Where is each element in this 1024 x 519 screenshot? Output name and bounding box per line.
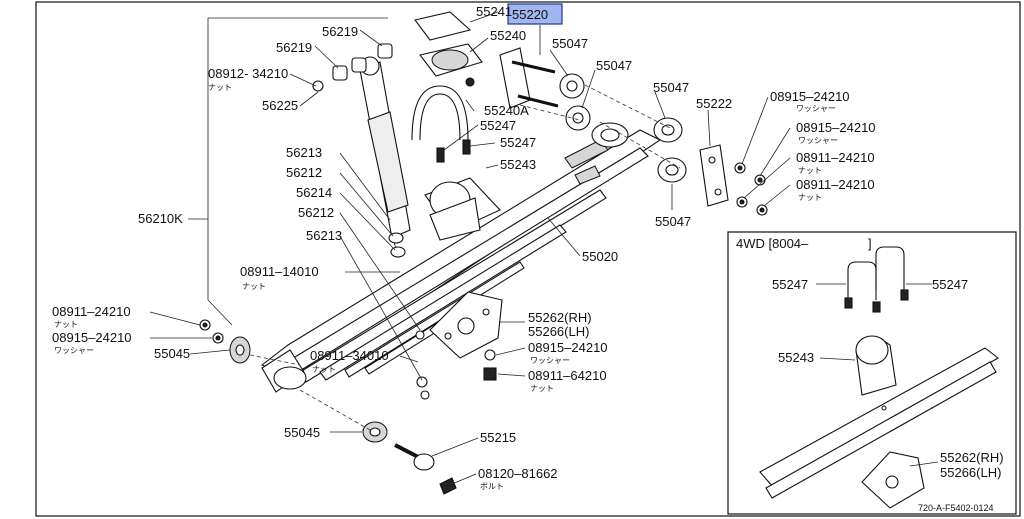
label-08915-24210-r1-sub: ワッシャー xyxy=(796,104,836,113)
label-08911-24210-r1-sub: ナット xyxy=(798,166,822,175)
label-55240A[interactable]: 55240A xyxy=(484,103,529,118)
shock-absorber-56210K[interactable] xyxy=(359,56,411,256)
washer-nut-set-right[interactable] xyxy=(734,162,768,216)
label-55247-a[interactable]: 55247 xyxy=(480,118,516,133)
bushing-55047-c[interactable] xyxy=(653,117,683,143)
label-55045-b[interactable]: 55045 xyxy=(284,425,320,440)
inset-4wd: 4WD [8004– ] 55247 55247 55243 5 xyxy=(727,231,1017,515)
label-08915-24210-r2-sub: ワッシャー xyxy=(798,136,838,145)
highlight-55220 xyxy=(507,3,563,25)
label-08911-34010[interactable]: 08911–34010 xyxy=(310,348,389,363)
label-08915-24210-mid[interactable]: 08915–24210 xyxy=(528,340,608,355)
inset-u-bolt-55247[interactable] xyxy=(844,246,909,313)
label-55047-d[interactable]: 55047 xyxy=(655,214,691,229)
inset-label-55266-lh[interactable]: 55266(LH) xyxy=(940,465,1001,480)
bushing-55047-b[interactable] xyxy=(565,105,591,131)
spring-seat-plate-55262[interactable] xyxy=(429,291,503,359)
part-labels: 55241 55220 55240 56219 56219 08912- 342… xyxy=(52,3,876,491)
label-56219-top[interactable]: 56219 xyxy=(322,24,358,39)
washer-nut-set-bottom[interactable] xyxy=(415,330,497,400)
label-56219[interactable]: 56219 xyxy=(276,40,312,55)
label-08915-24210-left[interactable]: 08915–24210 xyxy=(52,330,132,345)
label-08911-14010[interactable]: 08911–14010 xyxy=(240,264,319,279)
bushing-55047-a[interactable] xyxy=(559,73,585,99)
label-56212-b[interactable]: 56212 xyxy=(298,205,334,220)
inset-label-55243[interactable]: 55243 xyxy=(778,350,814,365)
label-55266-lh[interactable]: 55266(LH) xyxy=(528,324,589,339)
inset-title: 4WD [8004– xyxy=(736,236,809,251)
label-55047-c[interactable]: 55047 xyxy=(653,80,689,95)
label-08915-24210-r1[interactable]: 08915–24210 xyxy=(770,89,850,104)
label-08911-14010-sub: ナット xyxy=(242,282,266,291)
label-08911-24210-r2-sub: ナット xyxy=(798,193,822,202)
label-55047-b[interactable]: 55047 xyxy=(596,58,632,73)
label-08911-24210-left[interactable]: 08911–24210 xyxy=(52,304,131,319)
label-08915-24210-mid-sub: ワッシャー xyxy=(530,356,570,365)
inset-leaf-spring[interactable] xyxy=(759,347,999,499)
label-55247-b[interactable]: 55247 xyxy=(500,135,536,150)
label-08911-34010-sub: ナット xyxy=(312,365,336,374)
label-08120-sub: ボルト xyxy=(480,482,504,491)
label-55262-rh[interactable]: 55262(RH) xyxy=(528,310,592,325)
label-55240[interactable]: 55240 xyxy=(490,28,526,43)
label-56210K[interactable]: 56210K xyxy=(138,211,183,226)
bushing-55045-b[interactable] xyxy=(362,421,388,443)
spring-eye-front[interactable] xyxy=(591,122,629,148)
inset-label-55247-a[interactable]: 55247 xyxy=(772,277,808,292)
bushing-55045-a[interactable] xyxy=(229,336,251,364)
bump-stopper-55240[interactable] xyxy=(414,11,483,87)
inset-spring-seat-55243[interactable] xyxy=(855,335,897,396)
label-08911-24210-left-sub: ナット xyxy=(54,320,78,329)
shackle-55220[interactable] xyxy=(499,47,559,109)
label-08912-sub: ナット xyxy=(208,83,232,92)
spring-eye-rear[interactable] xyxy=(261,349,307,393)
bushing-55047-d[interactable] xyxy=(657,157,687,183)
label-55215[interactable]: 55215 xyxy=(480,430,516,445)
label-08911-64210-sub: ナット xyxy=(530,384,554,393)
label-08915-24210-left-sub: ワッシャー xyxy=(54,346,94,355)
inset-label-55247-b[interactable]: 55247 xyxy=(932,277,968,292)
label-56225[interactable]: 56225 xyxy=(262,98,298,113)
diagram-border xyxy=(35,1,1021,517)
bracket-56210K xyxy=(207,18,233,326)
label-55243[interactable]: 55243 xyxy=(500,157,536,172)
spring-seat-55243[interactable] xyxy=(424,177,501,241)
label-56214[interactable]: 56214 xyxy=(296,185,332,200)
label-08120-81662[interactable]: 08120–81662 xyxy=(478,466,558,481)
shock-lower-bushings[interactable] xyxy=(388,232,406,258)
label-08911-64210[interactable]: 08911–64210 xyxy=(528,368,607,383)
nut-washer-left[interactable] xyxy=(199,319,224,344)
dashed-assembly-lines xyxy=(249,84,681,431)
shock-mount-top[interactable] xyxy=(312,43,393,92)
label-55241[interactable]: 55241 xyxy=(476,4,512,19)
label-55020[interactable]: 55020 xyxy=(582,249,618,264)
label-55045-a[interactable]: 55045 xyxy=(154,346,190,361)
label-55220[interactable]: 55220 xyxy=(512,7,548,22)
label-55047-a[interactable]: 55047 xyxy=(552,36,588,51)
label-08911-24210-r2[interactable]: 08911–24210 xyxy=(796,177,875,192)
label-08912-34210[interactable]: 08912- 34210 xyxy=(208,66,288,81)
label-08911-24210-r1[interactable]: 08911–24210 xyxy=(796,150,875,165)
label-56212-a[interactable]: 56212 xyxy=(286,165,322,180)
u-bolt-55247[interactable] xyxy=(411,85,471,163)
diagram-code: 720-A-F5402-0124 xyxy=(918,503,994,513)
inset-seat-plate-55262[interactable] xyxy=(861,451,925,509)
pin-55215[interactable] xyxy=(394,443,435,471)
label-56213-b[interactable]: 56213 xyxy=(306,228,342,243)
label-56213-a[interactable]: 56213 xyxy=(286,145,322,160)
shackle-plate-55222[interactable] xyxy=(699,144,729,207)
inset-bracket-end: ] xyxy=(868,236,872,251)
bolt-08120[interactable] xyxy=(439,477,457,495)
label-08915-24210-r2[interactable]: 08915–24210 xyxy=(796,120,876,135)
label-55222[interactable]: 55222 xyxy=(696,96,732,111)
leader-lines xyxy=(149,11,791,485)
inset-label-55262-rh[interactable]: 55262(RH) xyxy=(940,450,1004,465)
